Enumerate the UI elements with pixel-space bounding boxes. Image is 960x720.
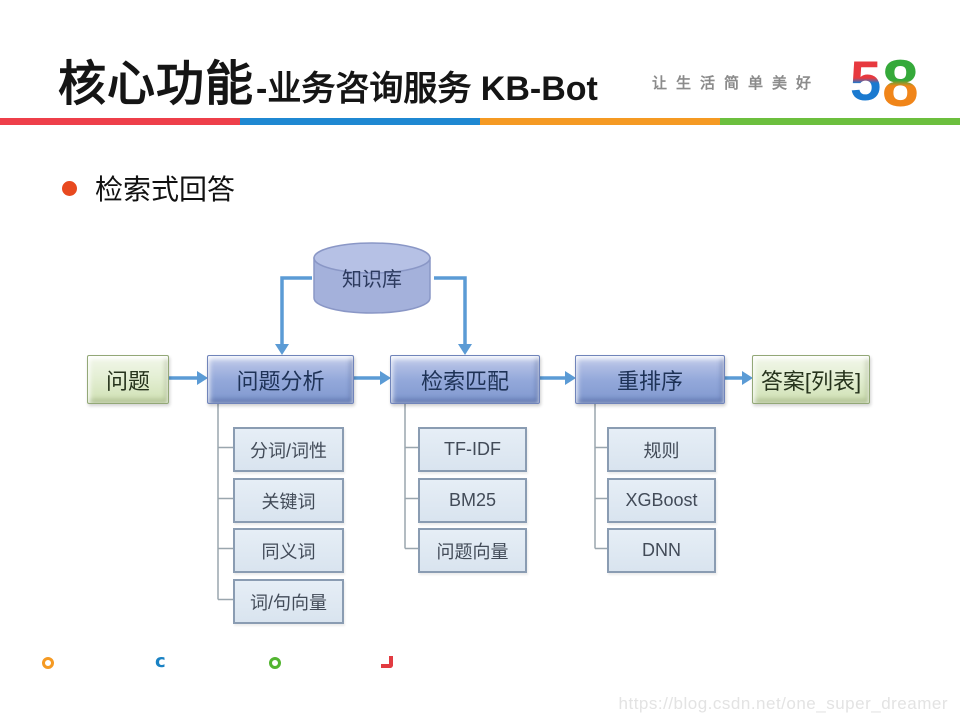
logo-digit-8: 8	[882, 46, 919, 112]
brand-slogan: 让生活简单美好	[652, 75, 821, 92]
knowledge-base-cylinder	[310, 240, 434, 320]
title-main: 核心功能	[58, 58, 255, 111]
divider-bar	[0, 118, 960, 125]
method-box-synonyms: 同义词	[233, 528, 344, 573]
bullet-dot-icon	[62, 180, 77, 196]
method-box-segmentation: 分词/词性	[233, 427, 344, 472]
method-box-dnn: DNN	[607, 528, 716, 573]
method-box-tfidf: TF-IDF	[418, 427, 527, 472]
footer-orange-ring-icon	[42, 657, 54, 669]
divider-orange	[480, 118, 720, 125]
flow-box-answer-list: 答案[列表]	[752, 355, 870, 404]
divider-red	[0, 118, 240, 125]
flow-box-question-analysis: 问题分析	[207, 355, 354, 404]
watermark-url: https://blog.csdn.net/one_super_dreamer	[618, 694, 948, 713]
footer-green-ring-icon	[269, 657, 281, 669]
bullet-label: 检索式回答	[95, 174, 236, 205]
58-logo: 5 8	[850, 44, 932, 120]
method-box-bm25: BM25	[418, 478, 527, 523]
method-box-xgboost: XGBoost	[607, 478, 716, 523]
method-box-keywords: 关键词	[233, 478, 344, 523]
divider-green	[720, 118, 960, 125]
flow-box-rerank: 重排序	[575, 355, 725, 404]
title-sub: -业务咨询服务 KB-Bot	[256, 70, 598, 108]
cylinder-icon	[313, 242, 431, 314]
kb-arrowheads	[275, 344, 472, 355]
footer-red-corner-icon	[381, 656, 393, 668]
divider-blue	[240, 118, 480, 125]
logo-digit-5: 5	[850, 49, 881, 112]
method-box-question-vector: 问题向量	[418, 528, 527, 573]
page-title: 核心功能 -业务咨询服务 KB-Bot	[58, 44, 598, 114]
method-box-rules: 规则	[607, 427, 716, 472]
footer-blue-c-icon: c	[155, 651, 166, 672]
bullet-headline: 检索式回答	[62, 168, 235, 208]
method-box-word-vector: 词/句向量	[233, 579, 344, 624]
58-logo-icon: 5 8	[850, 46, 919, 120]
flow-box-retrieval-match: 检索匹配	[390, 355, 540, 404]
flow-box-question: 问题	[87, 355, 169, 404]
knowledge-base-label: 知识库	[342, 269, 402, 291]
